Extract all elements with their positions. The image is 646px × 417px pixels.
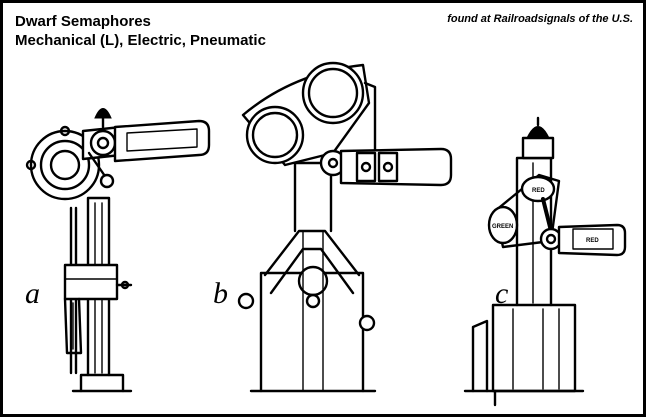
source-credit: found at Railroadsignals of the U.S.	[447, 13, 633, 25]
semaphore-c-drawing	[463, 116, 627, 407]
semaphore-b-drawing	[237, 61, 453, 393]
aspect-label-blade: RED	[586, 238, 599, 244]
aspect-label-top-lens: RED	[532, 188, 545, 194]
semaphore-drawings: a b c RED GREEN RED	[25, 61, 627, 407]
panel-letter-a: a	[25, 277, 40, 310]
title-block: Dwarf Semaphores Mechanical (L), Electri…	[15, 12, 266, 50]
panel-letter-c: c	[495, 277, 508, 310]
title-line-1: Dwarf Semaphores	[15, 13, 151, 30]
panel-letter-b: b	[213, 277, 228, 310]
title-line-2: Mechanical (L), Electric, Pneumatic	[15, 32, 266, 49]
aspect-label-left-lens: GREEN	[492, 224, 513, 230]
semaphore-a-drawing	[25, 108, 211, 393]
